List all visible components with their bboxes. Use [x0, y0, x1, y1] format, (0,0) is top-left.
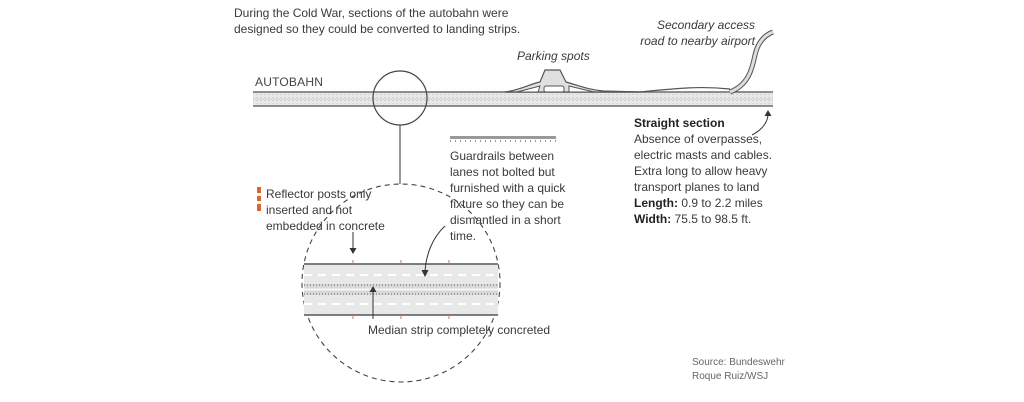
straight-section-arrow [751, 110, 772, 136]
intro-text: During the Cold War, sections of the aut… [234, 6, 521, 36]
autobahn-label: AUTOBAHN [255, 75, 324, 89]
reflector-arrow [349, 232, 357, 254]
credit-line: Roque Ruiz/WSJ [692, 371, 769, 382]
straight-section-title: Straight section [634, 116, 725, 130]
parking-area [504, 69, 731, 93]
guardrails-annotation: Guardrails between lanes not bolted but … [450, 149, 566, 243]
width-label: Width: [634, 212, 672, 226]
source-line: Source: Bundeswehr [692, 357, 785, 368]
parking-spots-label: Parking spots [517, 49, 590, 63]
secondary-road-label-line2: road to nearby airport [640, 34, 755, 48]
straight-section-annotation: Straight section Absence of overpasses, … [634, 115, 784, 227]
guardrail-arrow [421, 225, 446, 277]
guardrail-icon [450, 136, 556, 142]
reflector-post-icon [257, 187, 261, 211]
length-value: 0.9 to 2.2 miles [678, 196, 763, 210]
autobahn-road [253, 91, 773, 107]
median-arrow [369, 286, 377, 319]
width-value: 75.5 to 98.5 ft. [671, 212, 752, 226]
source-credit: Source: Bundeswehr Roque Ruiz/WSJ [692, 356, 785, 384]
reflector-annotation: Reflector posts only inserted and not em… [266, 187, 385, 233]
length-label: Length: [634, 196, 678, 210]
magnified-road [304, 260, 498, 319]
straight-section-body: Absence of overpasses, electric masts an… [634, 132, 773, 194]
secondary-road-label-line1: Secondary access [656, 18, 755, 32]
zoom-circle [301, 183, 501, 383]
secondary-road-label: Secondary access road to nearby airport [620, 17, 755, 49]
secondary-access-road [728, 29, 774, 95]
median-annotation: Median strip completely concreted [368, 323, 551, 337]
